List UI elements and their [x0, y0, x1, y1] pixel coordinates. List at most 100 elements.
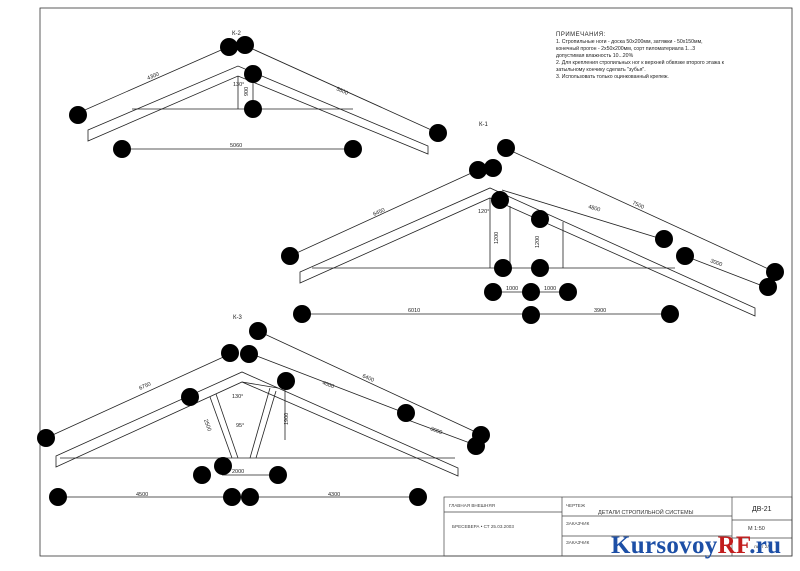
- k1-marker: [491, 191, 509, 209]
- k2-dim-line-right: [245, 45, 439, 134]
- k3-dim-line-long: [257, 330, 481, 435]
- k3-dim-line-tail: [407, 419, 479, 447]
- k1-dim-span-left: 6010: [408, 308, 420, 314]
- k1-marker: [766, 263, 784, 281]
- k3-marker: [249, 322, 267, 340]
- k1-dim-center-left: 1000: [506, 286, 518, 292]
- k2-marker: [344, 140, 362, 158]
- title-block-frame: [443, 496, 793, 557]
- k3-dim-right-tail: 3000: [429, 426, 443, 436]
- title-block-field-2: ЗАКАЗЧИК: [566, 521, 590, 526]
- k2-dim-line-left: [77, 46, 229, 114]
- k1-marker: [655, 230, 673, 248]
- k3-dim-right-upper: 4000: [321, 380, 335, 390]
- k1-dim-angle: 120°: [478, 209, 489, 215]
- title-block-field-1: ЧЕРТЕЖ: [566, 503, 586, 508]
- k1-marker: [494, 259, 512, 277]
- k2-marker: [113, 140, 131, 158]
- k1-marker: [293, 305, 311, 323]
- title-block-sheet: лист 2/3: [754, 544, 772, 549]
- k3-marker: [467, 437, 485, 455]
- k1-marker: [522, 283, 540, 301]
- k1-dimensions: К-1 6450 4800 7500 3000 120° 1200 1200 1…: [372, 122, 722, 314]
- k3-dim-right-long: 6400: [361, 373, 375, 383]
- k1-label: К-1: [479, 122, 488, 128]
- k1-dim-height-right: 1200: [535, 236, 541, 248]
- k3-dim-span-right: 4300: [328, 492, 340, 498]
- title-block-date: БРЕСЕВЕРА • СТ 25.03.2003: [452, 524, 514, 529]
- k3-markers: [37, 322, 490, 506]
- k3-marker: [214, 457, 232, 475]
- k3-marker: [397, 404, 415, 422]
- k3-dim-line-upper: [248, 352, 406, 414]
- notes-line: конечный прогон - 2х50х200мм, сорт пилом…: [556, 46, 696, 52]
- k3-marker: [241, 488, 259, 506]
- notes-line: затыльному кончику сделать "зубья".: [556, 67, 646, 73]
- k2-dim-left-rafter: 4300: [146, 72, 160, 82]
- k1-marker: [559, 283, 577, 301]
- k3-dimensions: К-3 6750 4000 6400 3000 2500 130° 95° 19…: [136, 315, 443, 498]
- title-block-field-3: ЗАКАЗЧИК: [566, 540, 590, 545]
- k3-marker: [37, 429, 55, 447]
- k2-marker: [244, 65, 262, 83]
- k1-dim-center-right: 1000: [544, 286, 556, 292]
- k1-dim-line-upper: [501, 189, 666, 241]
- k3-marker: [49, 488, 67, 506]
- k2-marker: [429, 124, 447, 142]
- k3-dim-left-rafter: 6750: [138, 381, 152, 391]
- k3-dim-height: 1900: [284, 413, 290, 425]
- k3-dim-span-left: 4500: [136, 492, 148, 498]
- k3-collar: [241, 381, 279, 389]
- k1-marker: [759, 278, 777, 296]
- notes-block: ПРИМЕЧАНИЯ: 1. Стропильные ноги - доска …: [556, 32, 792, 81]
- title-block-code: ДВ-21: [752, 506, 772, 513]
- k1-markers: [281, 139, 784, 324]
- watermark-accent: RF: [717, 532, 750, 559]
- k3-dim-line-left: [45, 353, 231, 439]
- k2-dim-angle: 130°: [233, 82, 244, 88]
- k3-dim-center: 2000: [232, 469, 244, 475]
- k1-marker: [484, 283, 502, 301]
- title-block-col1: ГЛАВНАЯ ВНЕШНЯЯ: [449, 503, 495, 508]
- truss-k1: [289, 147, 776, 317]
- k3-strut-left: [209, 396, 233, 459]
- notes-line: допустимая влажность 10...20%: [556, 53, 634, 59]
- k1-marker: [469, 161, 487, 179]
- k1-dim-line-long: [504, 147, 776, 273]
- title-block: [443, 496, 793, 557]
- k2-marker: [220, 38, 238, 56]
- k2-rafters: [87, 65, 429, 155]
- k3-dim-strut: 2500: [202, 419, 212, 433]
- k3-marker: [221, 344, 239, 362]
- k2-marker: [236, 36, 254, 54]
- k3-marker: [193, 466, 211, 484]
- k3-marker: [277, 372, 295, 390]
- k1-marker: [281, 247, 299, 265]
- k2-marker: [244, 100, 262, 118]
- k1-dim-right-long: 7500: [631, 200, 645, 210]
- title-block-sheet-title: ДЕТАЛИ СТРОПИЛЬНОЙ СИСТЕМЫ: [598, 510, 694, 516]
- k1-dim-line-left: [289, 169, 479, 257]
- k3-label: К-3: [233, 315, 242, 321]
- k1-marker: [661, 305, 679, 323]
- k3-rafters: [55, 371, 459, 477]
- title-block-scale: М 1:50: [748, 526, 765, 532]
- notes-line: 2. Для крепления стропильных ног к верхн…: [556, 60, 724, 66]
- k1-dim-right-tail: 3000: [709, 258, 723, 268]
- k2-dim-height: 900: [244, 87, 250, 96]
- k1-marker: [531, 259, 549, 277]
- k1-dim-line-tail: [684, 255, 769, 289]
- sheet-frame: [39, 7, 793, 557]
- k1-marker: [531, 210, 549, 228]
- k2-markers: [69, 36, 447, 158]
- k3-strut-right: [249, 387, 271, 459]
- k3-marker: [223, 488, 241, 506]
- k3-strut-left-b: [215, 393, 239, 459]
- notes-line: 3. Использовать только оцинкованный креп…: [556, 74, 669, 80]
- k1-dim-left-rafter: 6450: [372, 207, 386, 217]
- k2-marker: [69, 106, 87, 124]
- k1-marker: [522, 306, 540, 324]
- k1-dim-right-upper: 4800: [587, 204, 600, 213]
